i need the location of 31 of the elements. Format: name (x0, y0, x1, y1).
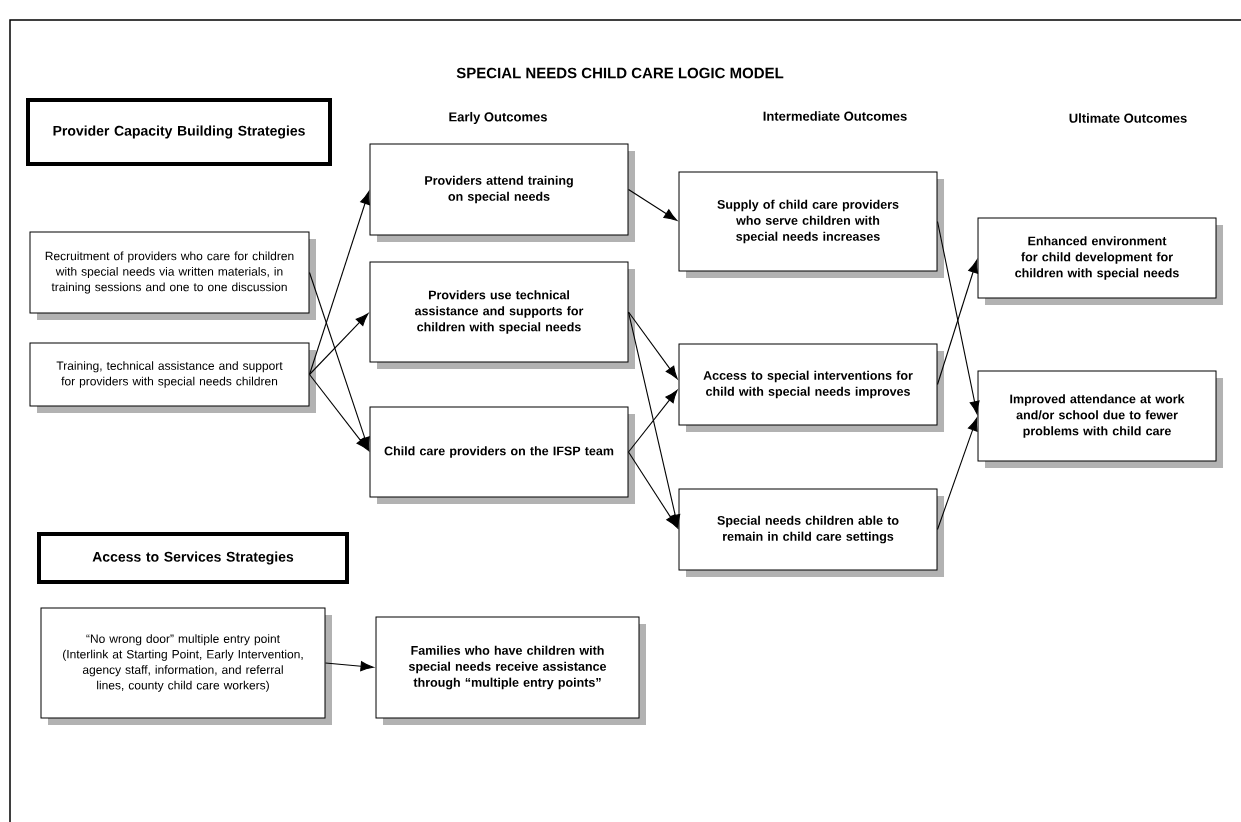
outcome-box: Access to special interventions for child with special needs improves (678, 343, 944, 432)
outcome-box: Supply of child care providers who serve children with special needs increases (678, 171, 944, 278)
arrow (308, 313, 369, 376)
outcome-box: Providers attend training on special needs (369, 143, 635, 242)
strategy-box: Training, technical assistance and support for providers with special needs children (29, 342, 316, 413)
outcome-box: Child care providers on the IFSP team (369, 406, 635, 504)
strategy-box: “No wrong door” multiple entry point (Interlink at Starting Point, Early Intervention, agency staff, information, and referral lines, county child care workers) (40, 607, 332, 725)
arrow (627, 188, 678, 221)
outcome-box: Special needs children able to remain in child care settings (678, 488, 944, 577)
outcome-box: Enhanced environment for child development for children with special needs (977, 217, 1223, 305)
section-heading-box: Access to Services Strategies (37, 532, 349, 584)
title: SPECIAL NEEDS CHILD CARE LOGIC MODEL (456, 67, 784, 79)
arrow (936, 220, 980, 415)
outcome-box: Providers use technical assistance and supports for children with special needs (369, 261, 635, 369)
arrow (936, 259, 979, 386)
arrow (324, 661, 374, 672)
arrow (627, 311, 681, 528)
arrow (936, 417, 978, 531)
outcome-box: Improved attendance at work and/or school due to fewer problems with child care (977, 370, 1223, 468)
column-heading: Intermediate Outcomes (763, 111, 907, 121)
arrow (627, 451, 678, 529)
arrow (308, 271, 370, 451)
section-heading-box: Provider Capacity Building Strategies (26, 98, 332, 166)
arrow (627, 311, 678, 380)
column-heading: Early Outcomes (449, 111, 547, 125)
strategy-box: Recruitment of providers who care for children with special needs via written materials, in training sessions and one to one discussion (29, 231, 316, 320)
outcome-box: Families who have children with special needs receive assistance through “multiple entry points” (375, 616, 646, 725)
arrow (308, 191, 370, 376)
column-heading: Ultimate Outcomes (1069, 113, 1187, 123)
arrow (627, 389, 678, 453)
arrow (308, 373, 369, 451)
